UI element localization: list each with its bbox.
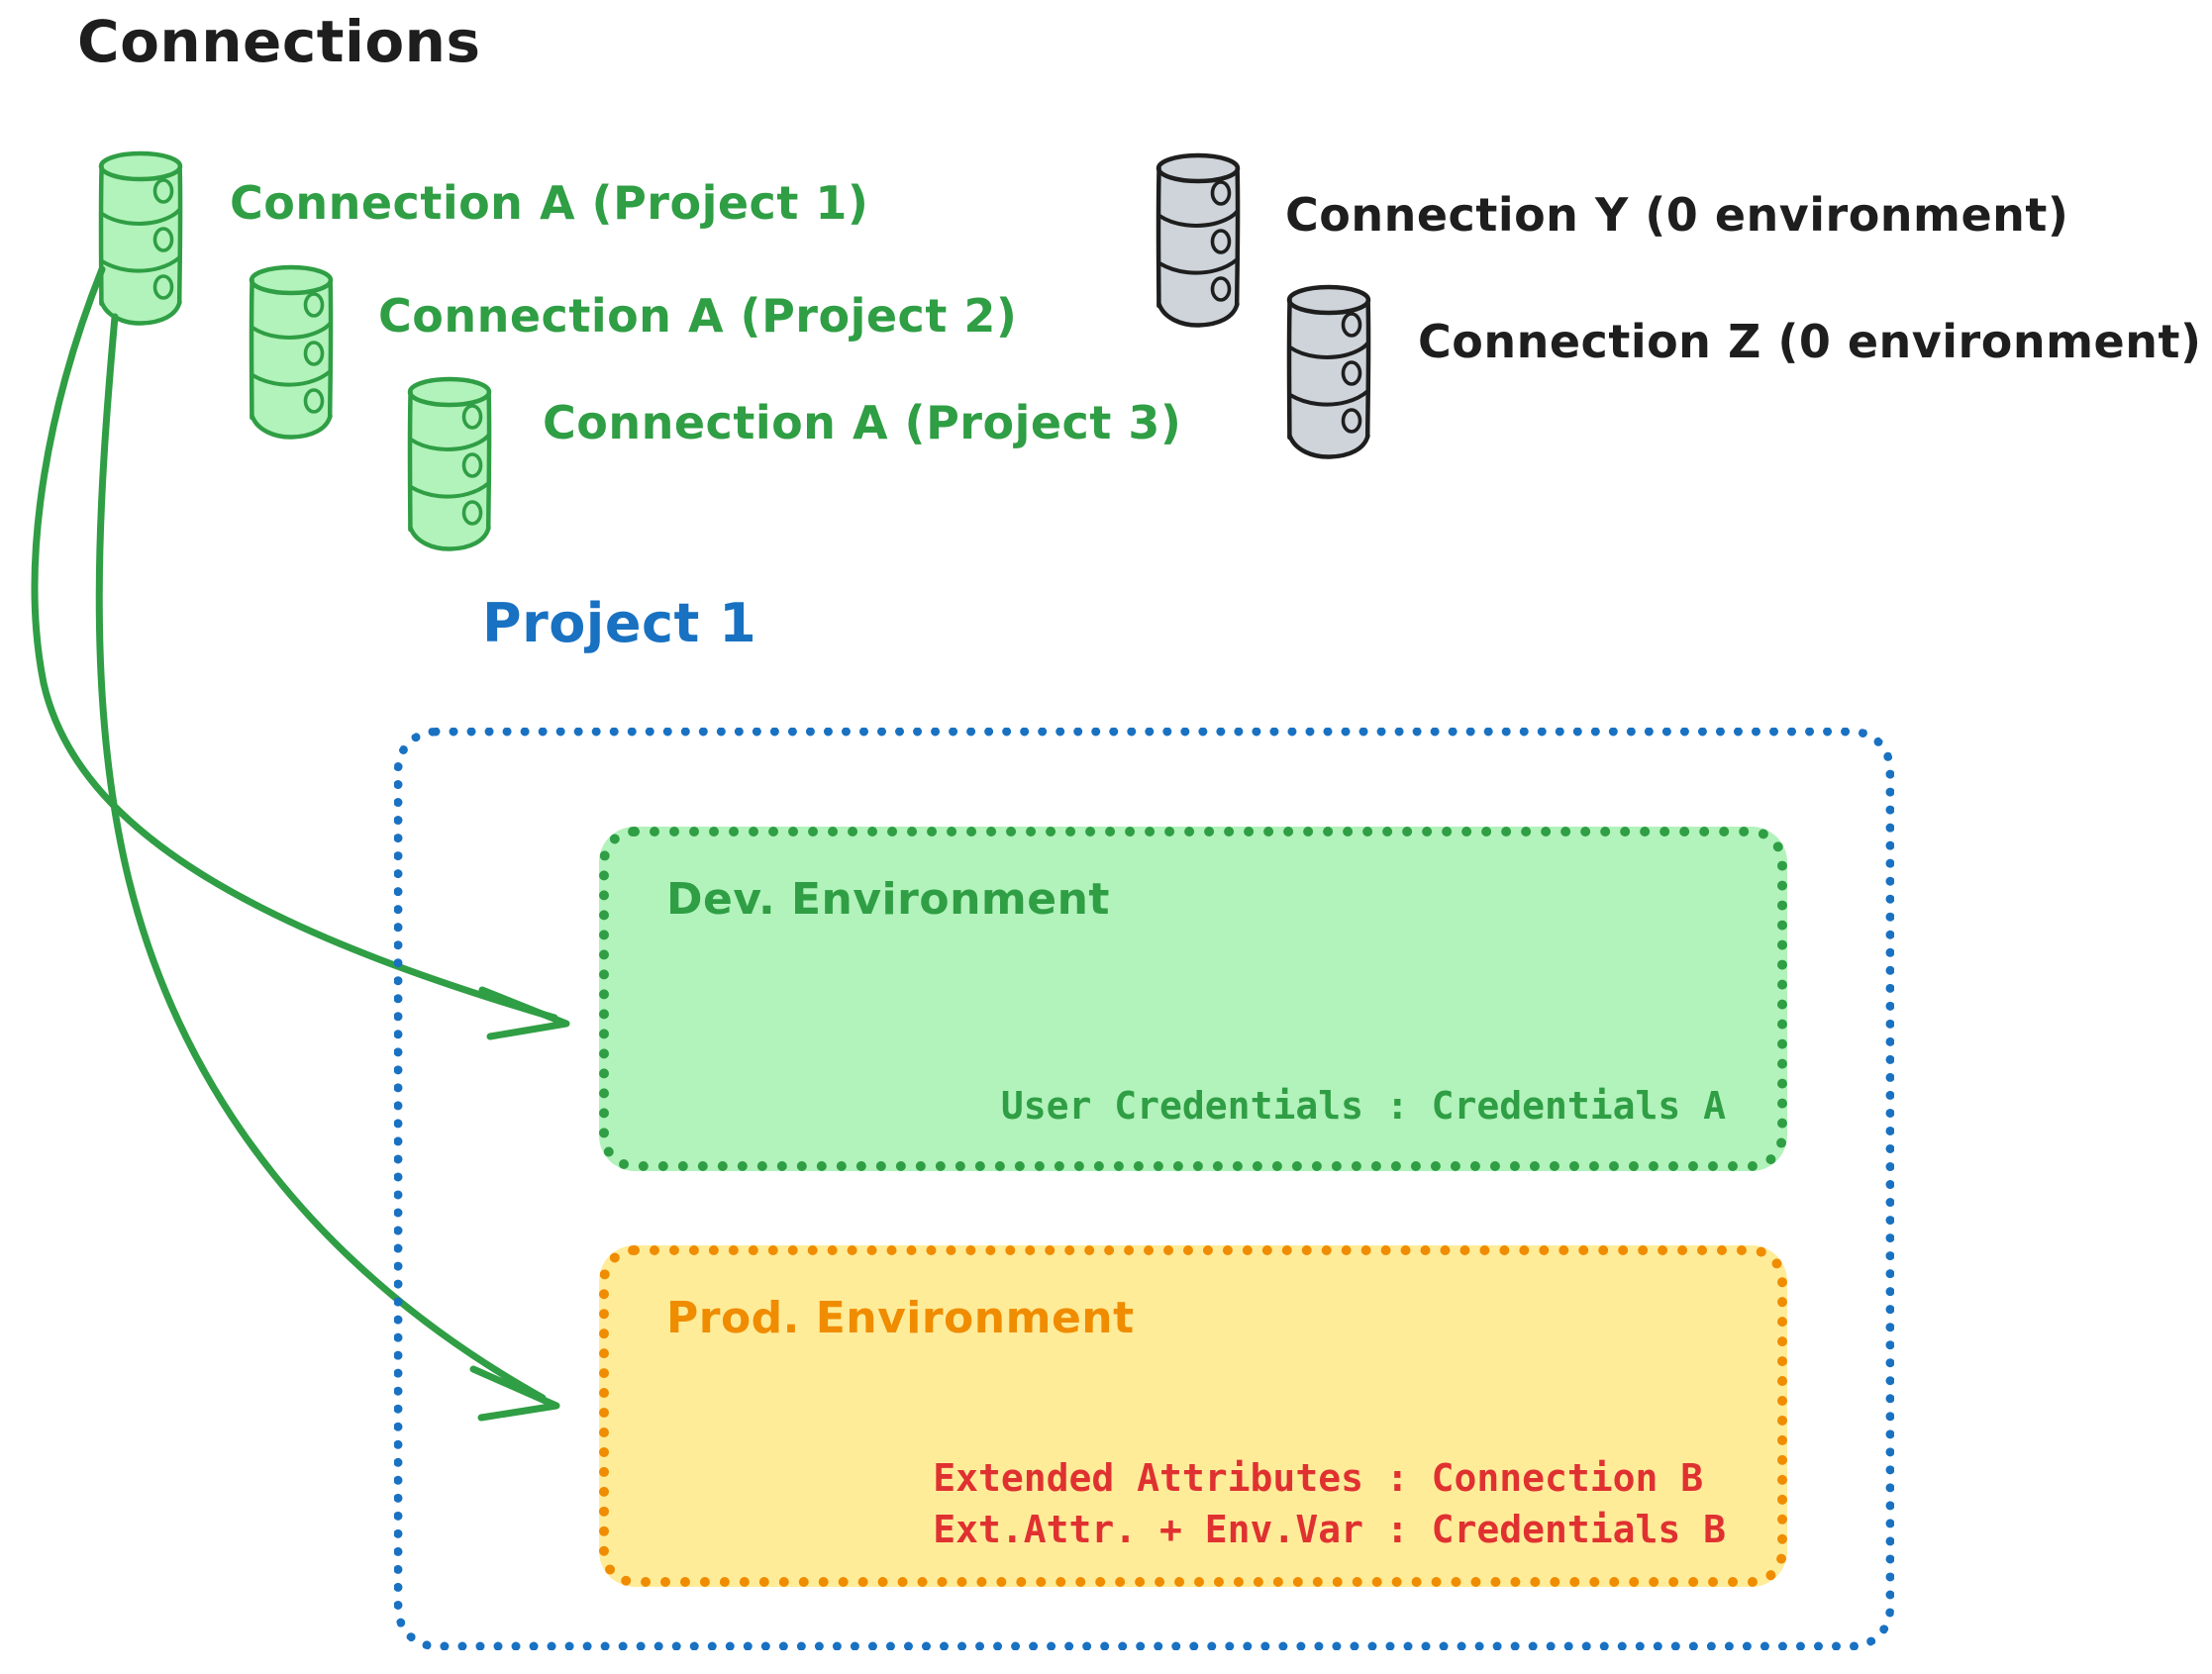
connection-label-y: Connection Y (0 environment) <box>1285 188 2069 242</box>
database-cylinder-icon-connection-a-project-2 <box>251 267 331 438</box>
connection-label-a-project-3: Connection A (Project 3) <box>543 396 1182 449</box>
database-cylinder-icon-connection-a-project-3 <box>410 379 489 549</box>
dev-environment-title: Dev. Environment <box>666 874 1110 925</box>
dev-detail-line: User Credentials : Credentials A <box>1000 1083 1726 1128</box>
prod-environment-details: Extended Attributes : Connection B Ext.A… <box>933 1453 1726 1555</box>
dev-environment-details: User Credentials : Credentials A <box>1001 1081 1726 1132</box>
page-title: Connections <box>77 8 481 75</box>
prod-detail-line: Extended Attributes : Connection B <box>933 1456 1704 1501</box>
project-container <box>394 728 1894 1650</box>
prod-environment-box: Prod. Environment Extended Attributes : … <box>599 1245 1787 1587</box>
connection-label-z: Connection Z (0 environment) <box>1418 315 2202 368</box>
database-cylinder-icon-connection-y <box>1158 155 1238 326</box>
prod-environment-title: Prod. Environment <box>666 1293 1135 1343</box>
connection-label-a-project-1: Connection A (Project 1) <box>230 176 869 230</box>
database-cylinder-icon-connection-z <box>1289 287 1368 457</box>
project-title: Project 1 <box>482 592 757 654</box>
connection-label-a-project-2: Connection A (Project 2) <box>378 289 1018 343</box>
prod-detail-line: Ext.Attr. + Env.Var : Credentials B <box>933 1507 1726 1551</box>
database-cylinder-icon-connection-a-project-1 <box>101 153 180 324</box>
dev-environment-box: Dev. Environment User Credentials : Cred… <box>599 827 1787 1171</box>
